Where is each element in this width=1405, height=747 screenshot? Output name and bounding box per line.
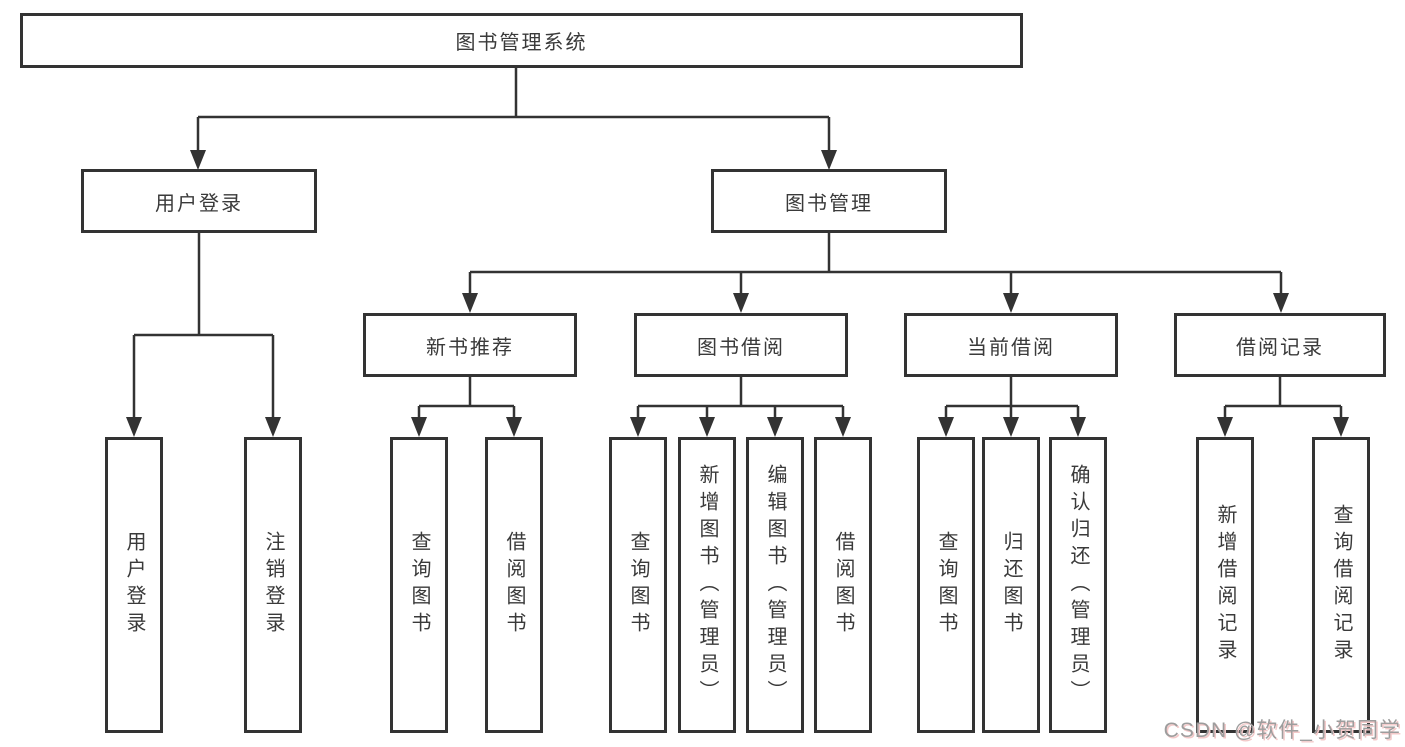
leaf-return-books: 归还图书 [982,437,1040,733]
node-root: 图书管理系统 [20,13,1023,68]
leaf-query-books-borrowing-label: 查询图书 [627,531,649,639]
leaf-return-books-label: 归还图书 [1000,531,1022,639]
leaf-borrow-books-recommend-label: 借阅图书 [503,531,525,639]
watermark: CSDN @软件_小贺同学 [1163,719,1401,742]
leaf-borrow-books-recommend: 借阅图书 [485,437,543,733]
node-root-label: 图书管理系统 [455,32,588,54]
leaf-add-books-admin-label: 新增图书（管理员） [696,463,718,707]
leaf-query-books-recommend-label: 查询图书 [408,531,430,639]
node-book-borrowing-label: 图书借阅 [697,336,785,359]
leaf-confirm-return-admin-label: 确认归还（管理员） [1067,463,1089,707]
node-book-management-label: 图书管理 [785,192,873,215]
node-user-login: 用户登录 [81,169,317,233]
node-borrowing-records-label: 借阅记录 [1236,336,1324,359]
leaf-query-borrow-record-label: 查询借阅记录 [1330,504,1352,666]
leaf-add-borrow-record-label: 新增借阅记录 [1214,504,1236,666]
leaf-borrow-books: 借阅图书 [814,437,872,733]
leaf-borrow-books-label: 借阅图书 [832,531,854,639]
leaf-confirm-return-admin: 确认归还（管理员） [1049,437,1107,733]
leaf-query-borrow-record: 查询借阅记录 [1312,437,1370,733]
leaf-logout: 注销登录 [244,437,302,733]
leaf-query-books-borrowing: 查询图书 [609,437,667,733]
node-user-login-label: 用户登录 [155,192,243,215]
leaf-edit-books-admin-label: 编辑图书（管理员） [764,463,786,707]
node-new-book-recommendation-label: 新书推荐 [426,336,514,359]
node-new-book-recommendation: 新书推荐 [363,313,577,377]
node-book-management: 图书管理 [711,169,947,233]
node-current-borrowing: 当前借阅 [904,313,1118,377]
node-current-borrowing-label: 当前借阅 [967,336,1055,359]
node-book-borrowing: 图书借阅 [634,313,848,377]
node-borrowing-records: 借阅记录 [1174,313,1386,377]
leaf-add-books-admin: 新增图书（管理员） [678,437,736,733]
leaf-query-books-current-label: 查询图书 [935,531,957,639]
leaf-query-books-recommend: 查询图书 [390,437,448,733]
leaf-user-login: 用户登录 [105,437,163,733]
leaf-user-login-label: 用户登录 [123,531,145,639]
leaf-add-borrow-record: 新增借阅记录 [1196,437,1254,733]
leaf-edit-books-admin: 编辑图书（管理员） [746,437,804,733]
leaf-logout-label: 注销登录 [262,531,284,639]
leaf-query-books-current: 查询图书 [917,437,975,733]
